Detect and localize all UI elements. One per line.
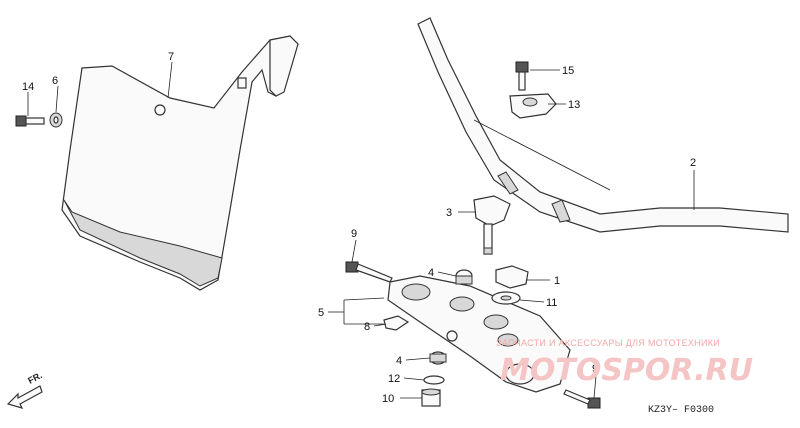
- callout-8: 8: [364, 321, 370, 333]
- watermark: ЗАПЧАСТИ И АКСЕССУАРЫ ДЛЯ МОТОТЕХНИКИ MO…: [496, 338, 753, 388]
- callout-4-upper: 4: [428, 267, 434, 279]
- callout-5: 5: [318, 307, 324, 319]
- callout-7: 7: [168, 51, 174, 63]
- number-plate: [61, 35, 299, 291]
- callout-9-lower: 9: [592, 363, 598, 375]
- callout-1: 1: [554, 275, 560, 287]
- callout-9-upper: 9: [351, 228, 357, 240]
- callout-4-lower: 4: [396, 355, 402, 367]
- bridge-tab: [383, 315, 410, 331]
- stem-nut: [495, 265, 529, 289]
- callout-13: 13: [568, 99, 580, 111]
- callout-11: 11: [546, 297, 557, 309]
- lower-washer: [423, 375, 445, 385]
- callout-12: 12: [388, 373, 400, 385]
- front-label: FR.: [26, 370, 43, 386]
- front-arrow: FR.: [6, 370, 44, 409]
- callout-6: 6: [52, 75, 58, 87]
- diagram-code: KZ3Y– F0300: [648, 405, 714, 416]
- callout-15: 15: [562, 65, 574, 77]
- watermark-tagline: ЗАПЧАСТИ И АКСЕССУАРЫ ДЛЯ МОТОТЕХНИКИ: [496, 338, 720, 348]
- callout-3: 3: [446, 207, 452, 219]
- callout-10: 10: [382, 393, 394, 405]
- holder-bolt: [515, 61, 529, 91]
- plate-washer: [49, 112, 63, 128]
- upper-holder: [509, 93, 557, 119]
- callout-numbers: 7 14 6 15 13 2 3 9 4 1 11 5 8 4 12 10 9: [22, 51, 696, 405]
- callout-14: 14: [22, 81, 34, 93]
- handlebar: [417, 17, 789, 233]
- callout-2: 2: [690, 157, 696, 169]
- watermark-logo: MOTOSPOR.RU: [500, 353, 753, 388]
- top-bridge: [387, 275, 571, 393]
- upper-bolt: [345, 261, 393, 283]
- upper-rubber: [455, 269, 473, 285]
- leader-lines: [27, 61, 695, 399]
- lower-holder: [473, 195, 511, 255]
- plate-bolt: [15, 115, 45, 127]
- lower-collar: [421, 388, 441, 407]
- stem-washer: [491, 291, 521, 305]
- lower-rubber: [429, 351, 447, 365]
